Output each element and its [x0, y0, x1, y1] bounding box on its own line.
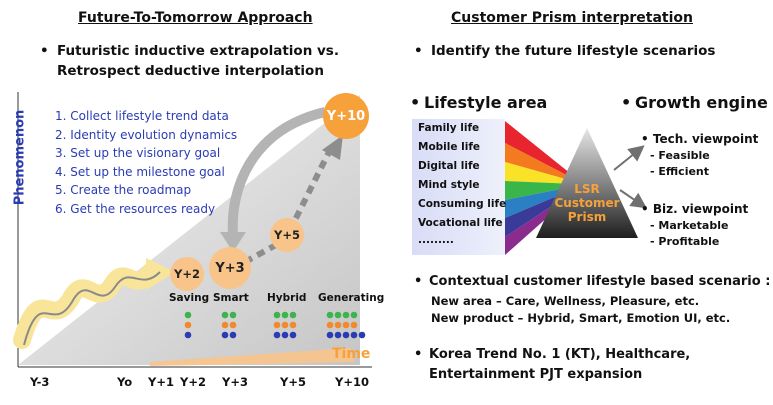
dots-smart	[221, 311, 237, 339]
tick-y2: Y+2	[180, 375, 206, 389]
step-3: 3. Set up the visionary goal	[55, 146, 221, 160]
tech-viewpoint-text: Tech. viewpoint	[652, 132, 759, 146]
tick-yo: Yo	[117, 375, 133, 389]
lifestyle-item: Consuming life	[418, 198, 507, 210]
lifestyle-list-bg	[412, 119, 505, 255]
steps-list: 1. Collect lifestyle trend data 2. Ident…	[55, 107, 237, 218]
left-bullet-dot: •	[40, 43, 49, 59]
biz-viewpoint-text: Biz. viewpoint	[652, 202, 749, 216]
step-5: 5. Create the roadmap	[55, 183, 192, 197]
lifestyle-area-dot: •	[410, 93, 421, 112]
step-4: 4. Set up the milestone goal	[55, 164, 225, 179]
tech-item-efficient: - Efficient	[650, 165, 710, 178]
lifestyle-list: Family life Mobile life Digital life Min…	[418, 119, 506, 247]
milestone-y2: Y+2	[170, 257, 204, 291]
korea-line-1: Korea Trend No. 1 (KT), Healthcare,	[429, 347, 691, 362]
contextual-line: New product – Hybrid, Smart, Emotion UI,…	[431, 311, 731, 325]
dots-generating	[326, 311, 366, 339]
dots-saving	[184, 311, 192, 339]
left-header: Future-To-Tomorrow Approach	[78, 10, 313, 26]
biz-item-marketable: - Marketable	[650, 219, 729, 232]
milestone-y3: Y+3	[209, 247, 251, 289]
lifestyle-area-title: Lifestyle area	[424, 93, 548, 112]
lifestyle-item: Digital life	[418, 160, 480, 172]
lifestyle-item: Family life	[418, 122, 480, 134]
left-bullet-line-2: Retrospect deductive interpolation	[57, 63, 324, 79]
dots-hybrid	[273, 311, 297, 339]
tick-y10: Y+10	[335, 375, 369, 389]
prism-label-line: LSR	[574, 182, 600, 196]
category-smart: Smart	[213, 292, 249, 304]
step-2: 2. Identity evolution dynamics	[55, 127, 238, 142]
growth-engine-dot: •	[621, 93, 632, 112]
korea-dot: •	[414, 347, 423, 362]
x-axis-label: Time	[332, 346, 371, 362]
contextual-lines: New area – Care, Wellness, Pleasure, etc…	[431, 293, 730, 327]
prism-label-line: Prism	[567, 210, 607, 224]
left-bullet-line-1: Futuristic inductive extrapolation vs.	[57, 43, 339, 59]
category-saving: Saving	[169, 292, 210, 304]
biz-viewpoint-title: • Biz. viewpoint	[641, 202, 749, 216]
tick-y5: Y+5	[280, 375, 306, 389]
tick-y3: Y+3	[222, 375, 248, 389]
right-header: Customer Prism interpretation	[451, 10, 693, 26]
time-arrow	[150, 348, 355, 366]
lifestyle-item: .........	[418, 234, 454, 246]
milestone-y10: Y+10	[323, 93, 369, 139]
tech-item-feasible: - Feasible	[650, 149, 710, 162]
contextual-dot: •	[414, 274, 423, 289]
right-bullet: Identify the future lifestyle scenarios	[431, 43, 716, 59]
biz-item-profitable: - Profitable	[650, 235, 720, 248]
contextual-title: Contextual customer lifestyle based scen…	[429, 274, 771, 289]
lifestyle-item: Mobile life	[418, 141, 481, 153]
tick-y-3: Y-3	[30, 375, 50, 389]
trend-line	[23, 271, 161, 346]
y-axis-label: Phenomenon	[12, 109, 28, 206]
category-hybrid: Hybrid	[267, 292, 307, 304]
tech-viewpoint-title: • Tech. viewpoint	[641, 132, 759, 146]
lifestyle-item: Mind style	[418, 179, 480, 191]
lifestyle-item: Vocational life	[418, 217, 503, 229]
growth-engine-title: Growth engine	[635, 93, 768, 112]
milestone-y5: Y+5	[270, 218, 304, 252]
prism-label: LSR Customer Prism	[552, 182, 622, 224]
prism-label-line: Customer	[554, 196, 620, 210]
step-1: 1. Collect lifestyle trend data	[55, 109, 229, 123]
lsr-prism	[536, 128, 638, 238]
backcast-arrow	[227, 107, 327, 236]
contextual-line: New area – Care, Wellness, Pleasure, etc…	[431, 294, 700, 308]
step-6: 6. Get the resources ready	[55, 201, 216, 216]
category-generating: Generating	[318, 292, 385, 304]
right-bullet-dot: •	[414, 43, 423, 59]
korea-line-2: Entertainment PJT expansion	[429, 367, 643, 382]
tick-y1: Y+1	[148, 375, 174, 389]
